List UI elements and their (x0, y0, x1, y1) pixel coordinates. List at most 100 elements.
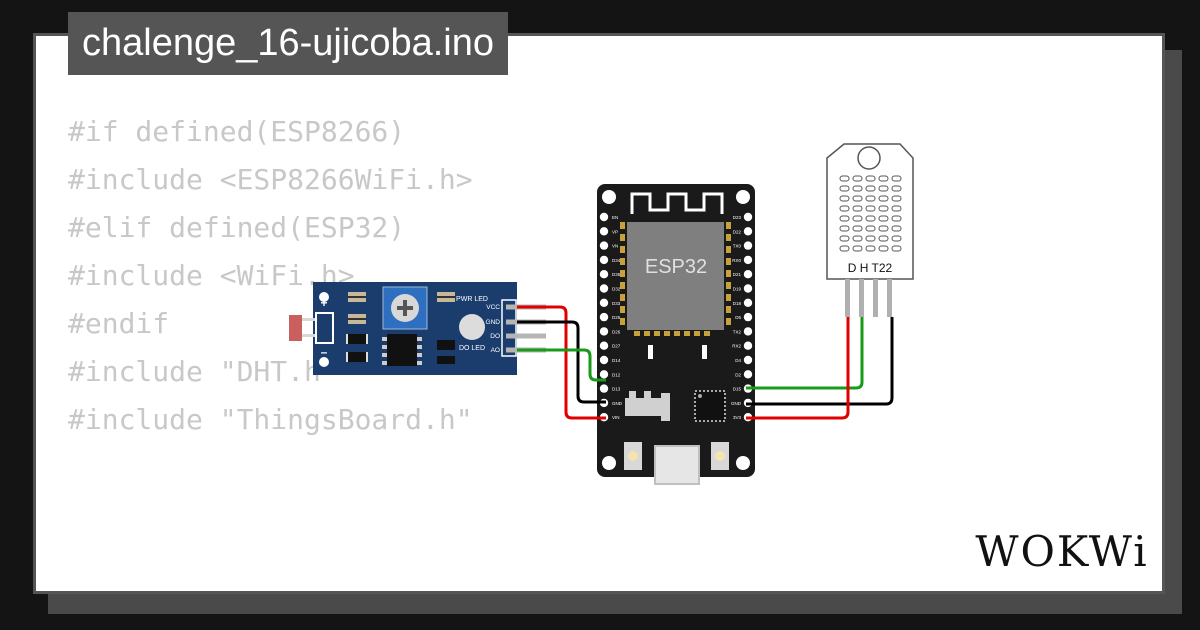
dht-vent-slot (878, 175, 889, 182)
code-line: #if defined(ESP8266) (68, 115, 406, 148)
dht-vent-slot (852, 225, 863, 232)
esp32-pin-right[interactable] (743, 298, 753, 307)
dht-vent-slot (878, 235, 889, 242)
esp32-pin-left[interactable] (599, 384, 609, 393)
ldr-header-pin[interactable] (506, 333, 546, 339)
esp32-pin-left[interactable] (599, 270, 609, 279)
wire-dht-gnd[interactable] (746, 317, 894, 406)
esp32-pin-label: RX0 (732, 258, 741, 263)
esp32-pin-label: D4 (735, 358, 741, 363)
esp32-pin-label: D5 (735, 315, 741, 320)
dht-vent-slot (891, 215, 902, 222)
esp32-pin-left[interactable] (599, 241, 609, 250)
ldr-minus-label: – (321, 345, 328, 359)
code-preview: #if defined(ESP8266) #include <ESP8266WiF… (68, 108, 473, 591)
esp32-pin-label: GND (731, 401, 742, 406)
micro-usb-port[interactable] (654, 445, 700, 485)
project-title: chalenge_16-ujicoba.ino (68, 12, 508, 75)
esp32-pin-right[interactable] (743, 370, 753, 379)
potentiometer[interactable] (382, 286, 428, 330)
ldr-pin-label: VCC (486, 304, 500, 311)
en-button[interactable] (624, 442, 642, 470)
wire-dht-data-d15[interactable] (746, 317, 864, 390)
esp32-pin-label: D12 (612, 372, 621, 377)
esp32-pin-right[interactable] (743, 312, 753, 322)
wire-vcc-vin[interactable] (517, 305, 606, 420)
dht-vent-slot (865, 215, 876, 222)
esp32-pin-left[interactable] (599, 355, 609, 365)
esp32-module-pads (620, 222, 731, 336)
esp32-pin-label: D23 (733, 215, 742, 220)
dht-vent-slot (852, 235, 863, 242)
dht-vent-slot (865, 225, 876, 232)
esp32-pin-left[interactable] (599, 212, 609, 222)
wire-gnd-gnd[interactable] (517, 320, 606, 404)
esp32-pin-label: D27 (612, 344, 621, 349)
module-led (459, 314, 485, 340)
esp32-pin-label: D15 (733, 387, 742, 392)
mount-hole (602, 456, 616, 470)
dht-vent-slot (878, 225, 889, 232)
esp32-pin-left[interactable] (599, 327, 609, 336)
esp32-pin-label: RX2 (732, 344, 741, 349)
esp32-pin-left[interactable] (599, 284, 609, 293)
esp32-pin-label: TX2 (733, 329, 742, 334)
esp32-pin-right[interactable] (743, 355, 753, 365)
esp32-pin-label: D26 (612, 329, 621, 334)
esp32-pin-right[interactable] (743, 270, 753, 279)
module-resistors (346, 292, 455, 364)
dht-vent-slot (852, 205, 863, 212)
esp32-pin-left[interactable] (599, 312, 609, 322)
esp32-pin-left[interactable] (599, 227, 609, 236)
esp32-pin-right[interactable] (743, 241, 753, 250)
dht-vent-slot (865, 245, 876, 252)
esp32-pin-label: D34 (612, 258, 621, 263)
wire-ao-d13[interactable] (517, 348, 606, 382)
code-line: #elif defined(ESP32) (68, 211, 406, 244)
esp32-pin-right[interactable] (743, 212, 753, 222)
esp32-pin-right[interactable] (743, 341, 753, 350)
esp32-pin-left[interactable] (599, 255, 609, 265)
esp32-pin-label: GND (612, 401, 623, 406)
dht-pin (873, 279, 878, 317)
mount-hole (602, 190, 616, 204)
code-line: #include <WiFi.h> (68, 259, 355, 292)
wire-dht-vcc-3v3[interactable] (746, 317, 850, 420)
dht-vent-slot (865, 185, 876, 192)
dht-vent-slot (891, 185, 902, 192)
esp32-pin-label: VIN (612, 415, 620, 420)
code-line: #include <ESP8266WiFi.h> (68, 163, 473, 196)
ldr-sensor-module[interactable]: + – (289, 282, 546, 375)
dht-vent-slot (891, 225, 902, 232)
esp32-pin-label: EN (612, 215, 618, 220)
dht-vent-slot (865, 205, 876, 212)
esp32-pin-right[interactable] (743, 327, 753, 336)
esp32-pin-left[interactable] (599, 341, 609, 350)
dht-vent-slot (839, 225, 850, 232)
esp32-pin-label: D25 (612, 315, 621, 320)
ldr-pin-label: DO (490, 333, 500, 340)
esp32-pin-label: D21 (733, 272, 742, 277)
esp32-pin-left[interactable] (599, 370, 609, 379)
ldr-plus-label: + (320, 296, 327, 310)
esp32-pin-left[interactable] (599, 298, 609, 307)
dht-grille (839, 175, 902, 252)
mount-hole (736, 456, 750, 470)
dht-vent-slot (891, 205, 902, 212)
boot-button[interactable] (711, 442, 729, 470)
dht-vent-slot (839, 175, 850, 182)
photoresistor (289, 315, 302, 341)
ldr-pin-label: AO (491, 347, 500, 354)
dht-vent-slot (891, 245, 902, 252)
esp32-pin-right[interactable] (743, 227, 753, 236)
dht-vent-slot (878, 245, 889, 252)
dht22-sensor[interactable]: D H T22 (826, 143, 914, 317)
dht-vent-slot (878, 195, 889, 202)
esp32-pin-right[interactable] (743, 255, 753, 265)
esp32-pin-right[interactable] (743, 284, 753, 293)
comparator-chip (382, 334, 422, 366)
brand-text: WOKWi (975, 527, 1148, 576)
do-led-label: DO LED (459, 345, 485, 352)
